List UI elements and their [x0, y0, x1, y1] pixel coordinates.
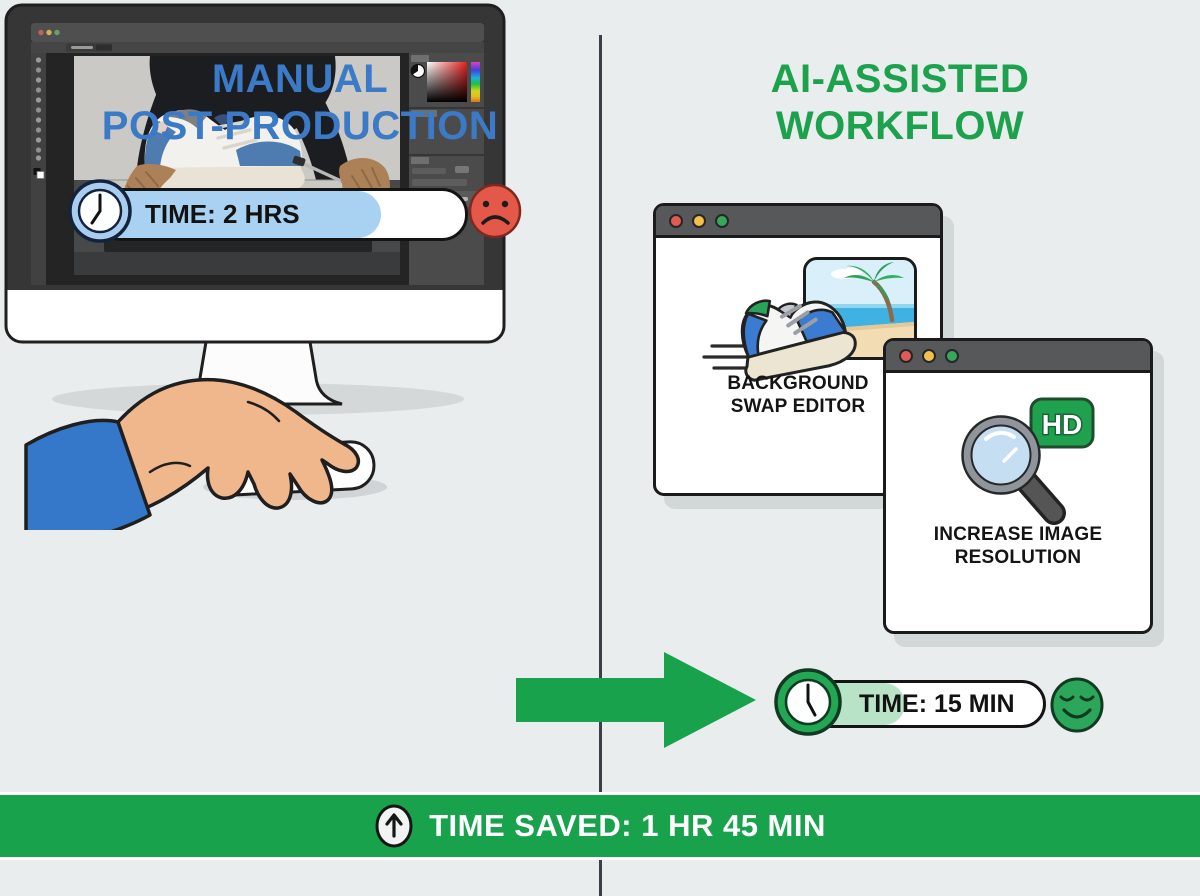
clock-icon: [774, 668, 842, 736]
close-icon: [669, 213, 683, 228]
editor-tab-strip: [31, 42, 484, 53]
title-line: WORKFLOW: [775, 104, 1025, 148]
sad-face-icon: [468, 183, 522, 239]
color-panel: [410, 55, 480, 102]
window-label: BACKGROUND SWAP EDITOR: [727, 373, 869, 417]
properties-panel-tab: [411, 110, 437, 117]
window-titlebar: [886, 341, 1150, 373]
arrow-right-icon: [516, 652, 756, 748]
background-color-swatch: [36, 171, 45, 179]
monitor-bezel: [4, 3, 506, 344]
banner-label: TIME SAVED: 1 HR 45 MIN: [429, 808, 826, 843]
ai-panel-title: AI-ASSISTED WORKFLOW: [645, 56, 1155, 150]
title-line: AI-ASSISTED: [770, 57, 1030, 101]
minimize-icon: [46, 29, 52, 36]
time-progress-fill: [99, 191, 381, 238]
hd-badge-label: HD: [1042, 409, 1082, 440]
minimize-icon: [922, 348, 936, 363]
time-label: TIME: 15 MIN: [859, 689, 1015, 718]
heel-tab: [744, 299, 772, 318]
title-line: MANUAL: [211, 57, 389, 101]
magnifier-icon: HD: [961, 397, 1095, 525]
browser-window-upscale: HD INCREASE IMAGE RESOLUTION: [883, 338, 1153, 634]
clock-icon: [68, 179, 132, 243]
title-line: POST-PRODUCTION: [101, 104, 499, 148]
editor-titlebar: [31, 23, 484, 42]
maximize-icon: [945, 348, 959, 363]
up-arrow-icon: [375, 804, 413, 848]
smiley-face-icon: [1050, 677, 1104, 733]
editor-toolbar: [31, 53, 46, 285]
hand-on-mouse: [24, 377, 361, 550]
manual-panel-title: MANUAL POST-PRODUCTION: [40, 56, 560, 150]
time-saved-banner: TIME SAVED: 1 HR 45 MIN: [0, 792, 1200, 860]
window-titlebar: [656, 206, 940, 238]
minimize-icon: [692, 213, 706, 228]
maximize-icon: [54, 29, 60, 36]
maximize-icon: [715, 213, 729, 228]
hd-badge: [1029, 397, 1095, 449]
close-icon: [38, 29, 44, 36]
time-label: TIME: 2 HRS: [145, 199, 300, 229]
time-pill-manual: TIME: 2 HRS: [96, 188, 468, 241]
window-label: INCREASE IMAGE RESOLUTION: [933, 524, 1103, 568]
divider-line: [599, 35, 602, 896]
hue-slider: [471, 62, 480, 102]
sneaker-illustration: [702, 299, 857, 382]
close-icon: [899, 348, 913, 363]
